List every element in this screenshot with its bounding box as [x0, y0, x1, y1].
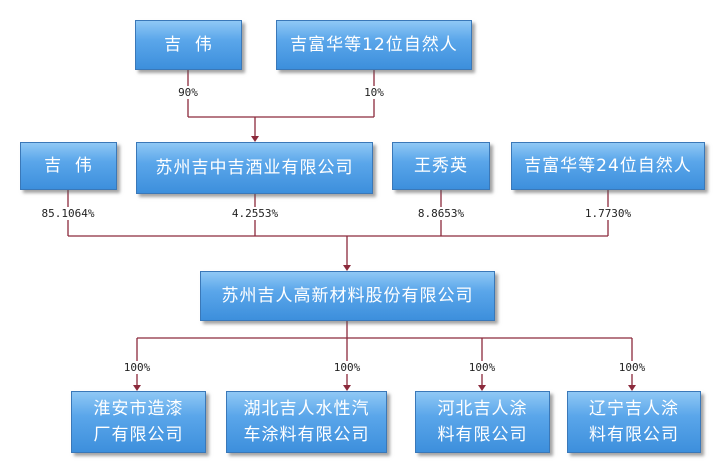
- top-shareholder-ji-fuhua-12-label: 吉富华等12位自然人: [290, 35, 458, 55]
- company-jiren-new-materials: 苏州吉人高新材料股份有限公司: [200, 271, 495, 321]
- shareholder-jizhongji-liquor-pct: 4.2553%: [229, 207, 281, 220]
- shareholder-ji-wei: 吉 伟: [20, 142, 117, 190]
- subsidiary-liaoning-coatings: 辽宁吉人涂 料有限公司: [567, 391, 701, 453]
- subsidiary-liaoning-line2: 料有限公司: [589, 425, 679, 445]
- subsidiary-hubei-pct: 100%: [331, 361, 363, 374]
- shareholder-ji-fuhua-24-label: 吉富华等24位自然人: [524, 156, 692, 176]
- subsidiary-hubei-coatings: 湖北吉人水性汽 车涂料有限公司: [226, 391, 387, 453]
- subsidiary-hebei-pct: 100%: [466, 361, 498, 374]
- shareholder-wang-xiuying-pct: 8.8653%: [415, 207, 467, 220]
- subsidiary-huaian-paint: 淮安市造漆 厂有限公司: [71, 391, 206, 453]
- shareholder-wang-xiuying-label: 王秀英: [414, 156, 468, 176]
- subsidiary-hubei-line2: 车涂料有限公司: [243, 425, 370, 445]
- subsidiary-huaian-line2: 厂有限公司: [93, 425, 184, 445]
- shareholder-wang-xiuying: 王秀英: [392, 142, 490, 190]
- shareholder-jizhongji-liquor-label: 苏州吉中吉酒业有限公司: [155, 158, 354, 178]
- top-shareholder-ji-wei: 吉 伟: [135, 20, 242, 70]
- subsidiary-liaoning-pct: 100%: [616, 361, 648, 374]
- shareholder-jizhongji-liquor: 苏州吉中吉酒业有限公司: [136, 142, 373, 194]
- top-shareholder-ji-fuhua-12: 吉富华等12位自然人: [276, 20, 472, 70]
- shareholder-ji-wei-label: 吉 伟: [44, 156, 93, 176]
- shareholder-ji-wei-pct: 85.1064%: [39, 207, 97, 220]
- subsidiary-hebei-line2: 料有限公司: [437, 425, 528, 445]
- top-shareholder-ji-wei-label: 吉 伟: [164, 35, 213, 55]
- subsidiary-hebei-coatings: 河北吉人涂 料有限公司: [415, 391, 550, 453]
- company-name: 苏州吉人高新材料股份有限公司: [221, 286, 474, 306]
- top-shareholder-ji-wei-pct: 90%: [176, 86, 200, 99]
- shareholder-ji-fuhua-24-pct: 1.7730%: [582, 207, 634, 220]
- subsidiary-hubei-line1: 湖北吉人水性汽: [243, 399, 370, 419]
- subsidiary-liaoning-line1: 辽宁吉人涂: [589, 399, 679, 419]
- subsidiary-huaian-line1: 淮安市造漆: [93, 399, 184, 419]
- subsidiary-hebei-line1: 河北吉人涂: [437, 399, 528, 419]
- subsidiary-huaian-pct: 100%: [121, 361, 153, 374]
- top-shareholder-ji-fuhua-12-pct: 10%: [362, 86, 386, 99]
- shareholder-ji-fuhua-24: 吉富华等24位自然人: [511, 142, 705, 190]
